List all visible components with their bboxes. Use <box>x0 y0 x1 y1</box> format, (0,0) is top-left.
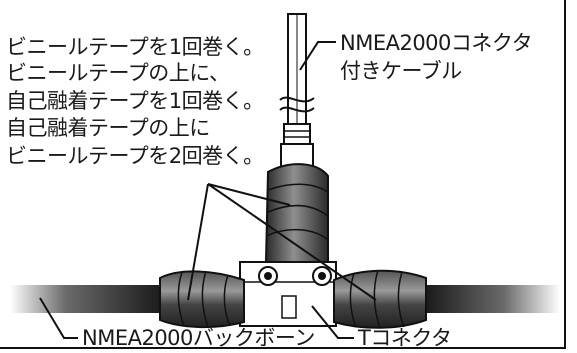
leader-t-connector <box>311 305 354 339</box>
instruction-line-5: ビニールテープを2回巻く。 <box>6 144 264 168</box>
cable-label-line-1: NMEA2000コネクタ <box>340 31 533 55</box>
vertical-tape-band-3 <box>265 228 329 241</box>
callout-line-left-tape <box>187 183 209 301</box>
callout-line-right-tape <box>207 183 377 301</box>
instruction-line-2: ビニールテープの上に、 <box>6 61 230 85</box>
leader-backbone <box>39 297 78 339</box>
mount-hole-left-inner <box>264 272 272 280</box>
mount-hole-right-inner <box>318 272 326 280</box>
backbone-cable-left <box>10 285 170 313</box>
t-connector-label: Tコネクタ <box>358 326 452 350</box>
left-tape-band-2 <box>201 270 209 328</box>
callout-line-vertical-tape <box>207 183 291 206</box>
vertical-tape-wrap <box>264 163 329 271</box>
cable-break-mark <box>279 96 315 113</box>
instruction-line-4: 自己融着テープの上に <box>6 116 210 140</box>
left-tape-band-3 <box>223 274 231 327</box>
right-tape-wrap <box>333 269 427 329</box>
leader-cable <box>299 41 336 71</box>
vertical-tape-band-2 <box>267 204 329 217</box>
left-tape-band-1 <box>177 271 185 327</box>
cable-connector-nut <box>283 123 311 145</box>
instruction-line-3: 自己融着テープを1回巻く。 <box>6 89 264 113</box>
cable-label-line-2: 付きケーブル <box>340 59 462 83</box>
t-connector-center-detail <box>281 295 297 319</box>
right-tape-band-1 <box>349 272 357 328</box>
instruction-line-1: ビニールテープを1回巻く。 <box>6 35 264 59</box>
right-tape-band-3 <box>397 271 405 328</box>
backbone-label: NMEA2000バックボーン <box>82 326 315 350</box>
vertical-tape-band-1 <box>267 183 329 193</box>
figure-frame <box>0 0 566 349</box>
backbone-cable-right <box>420 285 560 313</box>
